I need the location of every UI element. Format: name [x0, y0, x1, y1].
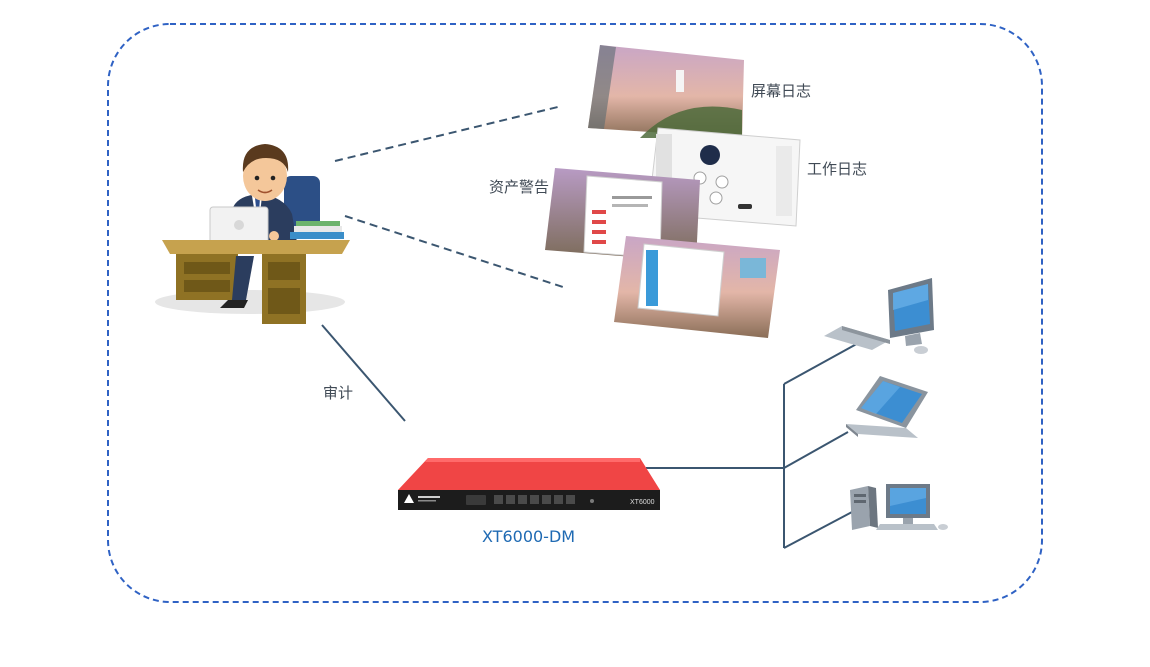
- label-screen-log: 屏幕日志: [751, 82, 812, 100]
- appliance-front-label: XT6000: [630, 499, 655, 506]
- dashed-frame: [107, 23, 1043, 603]
- dashed-link-lower: [344, 215, 567, 289]
- audit-link: [321, 324, 406, 422]
- auditor-at-desk-icon: [155, 144, 350, 324]
- dashed-link-upper: [334, 105, 563, 162]
- laptop-icon: [846, 376, 928, 438]
- network-appliance-icon: XT6000: [398, 458, 660, 510]
- label-work-log: 工作日志: [807, 160, 868, 178]
- label-asset-alert: 资产警告: [489, 178, 550, 196]
- link-laptop: [783, 431, 849, 469]
- label-audit: 审计: [323, 384, 354, 402]
- link-desktop: [783, 340, 863, 385]
- device-model-label: XT6000-DM: [482, 527, 576, 546]
- desktop-computer-icon: [824, 278, 934, 354]
- link-pc: [783, 511, 853, 549]
- pc-tower-icon: [850, 484, 948, 530]
- screenshot-thumbnail-icon: [545, 45, 801, 338]
